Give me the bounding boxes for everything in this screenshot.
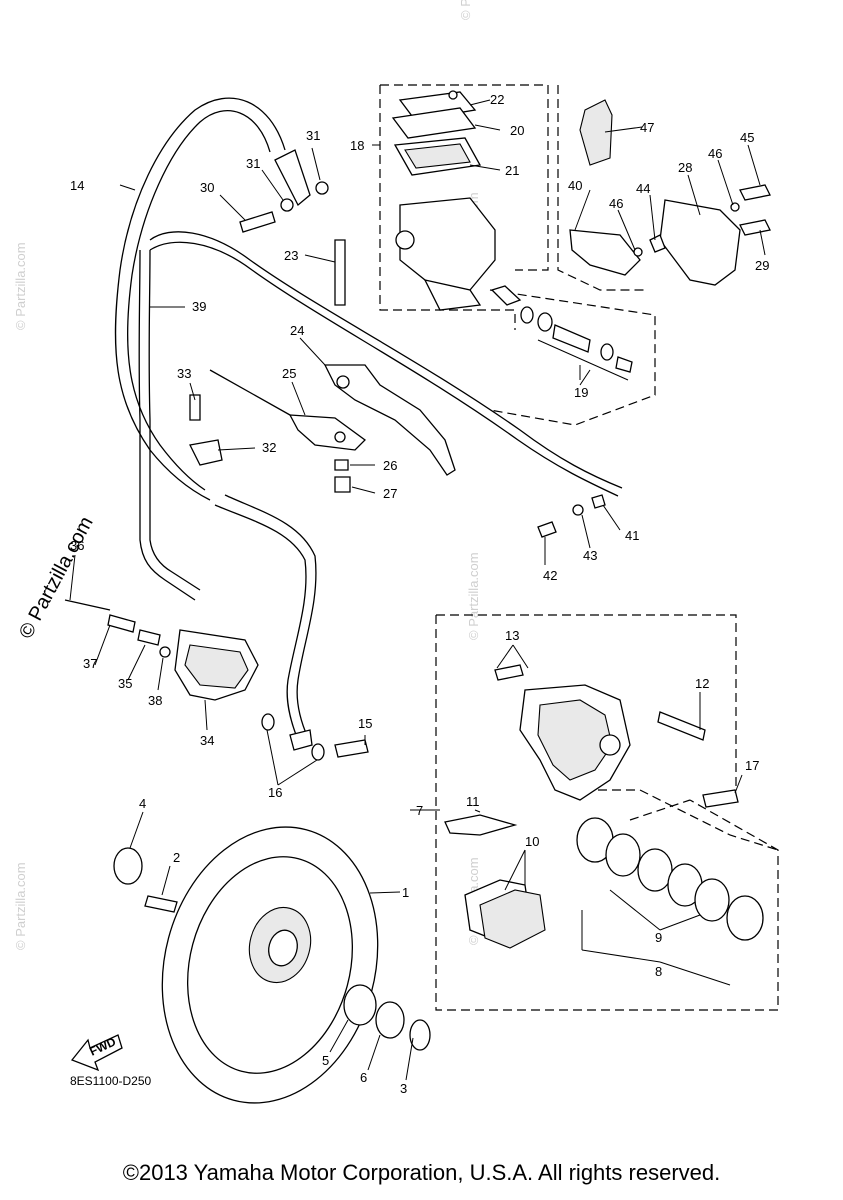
- label-3: 3: [400, 1081, 407, 1096]
- levers: [209, 364, 456, 493]
- disc-parts: [113, 847, 431, 1051]
- label-6: 6: [360, 1070, 367, 1085]
- label-8: 8: [655, 964, 662, 979]
- brake-lever-24: [323, 364, 456, 476]
- label-7: 7: [416, 803, 423, 818]
- part-labels: 1 2 3 4 5 6 7 8 9 10 11 12 13 14 15 16 1…: [70, 92, 769, 1096]
- fitting-box: [629, 799, 691, 821]
- diagram-code: 8ES1100-D250: [70, 1074, 151, 1088]
- label-4: 4: [139, 796, 146, 811]
- label-29: 29: [755, 258, 769, 273]
- piston-parts-19: [490, 285, 633, 373]
- label-40: 40: [568, 178, 582, 193]
- label-15: 15: [358, 716, 372, 731]
- label-22: 22: [490, 92, 504, 107]
- master-cylinder-box: [379, 84, 549, 330]
- label-26: 26: [383, 458, 397, 473]
- label-9: 9: [655, 930, 662, 945]
- parking-caliper-34: [64, 599, 259, 701]
- label-2: 2: [173, 850, 180, 865]
- label-36: 36: [70, 538, 84, 553]
- label-41: 41: [625, 528, 639, 543]
- fittings-41-43: [537, 494, 606, 538]
- label-19: 19: [574, 385, 588, 400]
- copyright-text: ©2013 Yamaha Motor Corporation, U.S.A. A…: [122, 1160, 721, 1185]
- label-35: 35: [118, 676, 132, 691]
- lever-25: [288, 414, 366, 451]
- label-25: 25: [282, 366, 296, 381]
- label-44: 44: [636, 181, 650, 196]
- fwd-arrow: FWD: [70, 1034, 123, 1072]
- label-10: 10: [525, 834, 539, 849]
- label-13: 13: [505, 628, 519, 643]
- brake-disc-1: [161, 826, 379, 1104]
- label-45: 45: [740, 130, 754, 145]
- watermark-small-5: © Partzilla.com: [13, 862, 28, 950]
- cable-39: [149, 231, 623, 489]
- watermark-large: © Partzilla.com: [15, 513, 98, 642]
- label-31b: 31: [246, 156, 260, 171]
- label-47: 47: [640, 120, 654, 135]
- label-21: 21: [505, 163, 519, 178]
- label-5: 5: [322, 1053, 329, 1068]
- label-12: 12: [695, 676, 709, 691]
- label-1: 1: [402, 885, 409, 900]
- upper-brake-hose: [114, 97, 286, 501]
- label-16: 16: [268, 785, 282, 800]
- parking-brake-cable: [138, 249, 196, 601]
- brake-pads: [444, 814, 546, 949]
- label-42: 42: [543, 568, 557, 583]
- watermark-small-1: © Partzilla.com: [458, 0, 473, 20]
- label-34: 34: [200, 733, 214, 748]
- watermark-small-4: © Partzilla.com: [466, 552, 481, 640]
- watermark-small-2: © Partzilla.com: [13, 242, 28, 330]
- watermark-group: © Partzilla.com © Partzilla.com © Partzi…: [13, 0, 481, 950]
- label-33: 33: [177, 366, 191, 381]
- leader-lines: [69, 99, 766, 1081]
- label-18: 18: [350, 138, 364, 153]
- label-28: 28: [678, 160, 692, 175]
- label-46b: 46: [609, 196, 623, 211]
- label-37: 37: [83, 656, 97, 671]
- label-27: 27: [383, 486, 397, 501]
- lower-brake-hose: [214, 504, 307, 741]
- label-38: 38: [148, 693, 162, 708]
- group-boxes: [379, 84, 779, 1011]
- piston-kit-box: [489, 289, 656, 426]
- lever-bracket-box: [557, 85, 645, 291]
- label-31a: 31: [306, 128, 320, 143]
- caliper-box: [435, 614, 779, 1011]
- main-caliper-7: [494, 664, 739, 808]
- label-30: 30: [200, 180, 214, 195]
- bracket-28: [569, 99, 771, 286]
- label-24: 24: [290, 323, 304, 338]
- brake-hoses: [114, 97, 623, 741]
- label-39: 39: [192, 299, 206, 314]
- seals-pistons: [576, 817, 764, 941]
- fittings-upper: [189, 149, 346, 466]
- fittings-15-16: [261, 713, 369, 761]
- label-17: 17: [745, 758, 759, 773]
- label-46a: 46: [708, 146, 722, 161]
- seal-box: [570, 789, 779, 851]
- label-14: 14: [70, 178, 84, 193]
- label-32: 32: [262, 440, 276, 455]
- label-20: 20: [510, 123, 524, 138]
- master-cylinder: [391, 90, 496, 311]
- label-43: 43: [583, 548, 597, 563]
- label-11: 11: [466, 794, 480, 809]
- label-23: 23: [284, 248, 298, 263]
